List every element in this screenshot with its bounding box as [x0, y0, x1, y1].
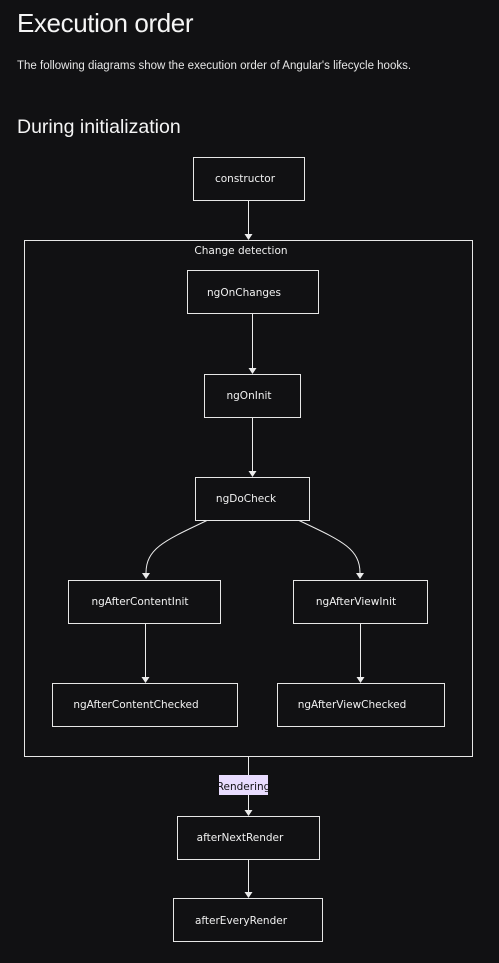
- node-constructor-box: [193, 157, 305, 201]
- node-ngaftercontentinit-box: [68, 580, 221, 624]
- change-detection-group: Change detection: [24, 240, 473, 757]
- section-title: During initialization: [17, 116, 181, 138]
- intro-text: The following diagrams show the executio…: [17, 60, 412, 72]
- node-constructor: constructor: [193, 157, 305, 201]
- edge-label-rendering-background: [219, 775, 268, 795]
- node-ngdocheck-label: ngDoCheck: [216, 493, 277, 505]
- node-ngdocheck-box: [195, 477, 310, 521]
- arrow-change-detection-icon: [244, 234, 253, 240]
- arrow-ngdocheck-icon: [248, 471, 257, 477]
- node-ngoninit: ngOnInit: [204, 374, 301, 418]
- node-ngafterviewchecked-label: ngAfterViewChecked: [298, 699, 407, 711]
- arrow-ngafterviewchecked-icon: [356, 677, 365, 683]
- edge-label-rendering: Rendering: [217, 775, 271, 795]
- node-ngonchanges: ngOnChanges: [187, 270, 319, 314]
- edge-label-rendering-text: Rendering: [217, 781, 271, 793]
- node-ngafterviewinit: ngAfterViewInit: [293, 580, 428, 624]
- arrow-ngaftercontentchecked-icon: [141, 677, 150, 683]
- change-detection-label: Change detection: [194, 245, 287, 257]
- node-ngoninit-label: ngOnInit: [226, 390, 271, 402]
- arrow-ngafterviewinit-icon: [356, 573, 364, 579]
- node-ngaftercontentchecked: ngAfterContentChecked: [52, 683, 238, 727]
- node-ngonchanges-label: ngOnChanges: [207, 287, 281, 299]
- node-afternextrender-label: afterNextRender: [197, 832, 284, 844]
- node-afternextrender-box: [177, 816, 320, 860]
- node-aftereveryrender-box: [173, 898, 323, 942]
- node-aftereveryrender: afterEveryRender: [173, 898, 323, 942]
- node-ngafterviewinit-box: [293, 580, 428, 624]
- page-title: Execution order: [17, 8, 194, 38]
- node-ngafterviewinit-label: ngAfterViewInit: [316, 596, 396, 608]
- node-aftereveryrender-label: afterEveryRender: [195, 915, 288, 927]
- node-ngaftercontentinit: ngAfterContentInit: [68, 580, 221, 624]
- edge-ngdocheck-to-ngaftercontentinit: [145, 519, 209, 574]
- node-ngaftercontentchecked-label: ngAfterContentChecked: [73, 699, 198, 711]
- node-ngaftercontentinit-label: ngAfterContentInit: [91, 596, 188, 608]
- node-ngoninit-box: [204, 374, 301, 418]
- arrow-ngoninit-icon: [248, 368, 257, 374]
- edge-ngdocheck-to-ngafterviewinit: [297, 519, 361, 574]
- arrow-ngaftercontentinit-icon: [142, 573, 150, 579]
- node-afternextrender: afterNextRender: [177, 816, 320, 860]
- node-constructor-label: constructor: [215, 173, 276, 185]
- node-ngaftercontentchecked-box: [52, 683, 238, 727]
- node-ngonchanges-box: [187, 270, 319, 314]
- change-detection-box: [24, 240, 473, 757]
- node-ngafterviewchecked-box: [277, 683, 445, 727]
- diagram-edges: [141, 201, 365, 898]
- arrow-aftereveryrender-icon: [244, 892, 253, 898]
- node-ngafterviewchecked: ngAfterViewChecked: [277, 683, 445, 727]
- node-ngdocheck: ngDoCheck: [195, 477, 310, 521]
- arrow-afternextrender-icon: [244, 810, 253, 816]
